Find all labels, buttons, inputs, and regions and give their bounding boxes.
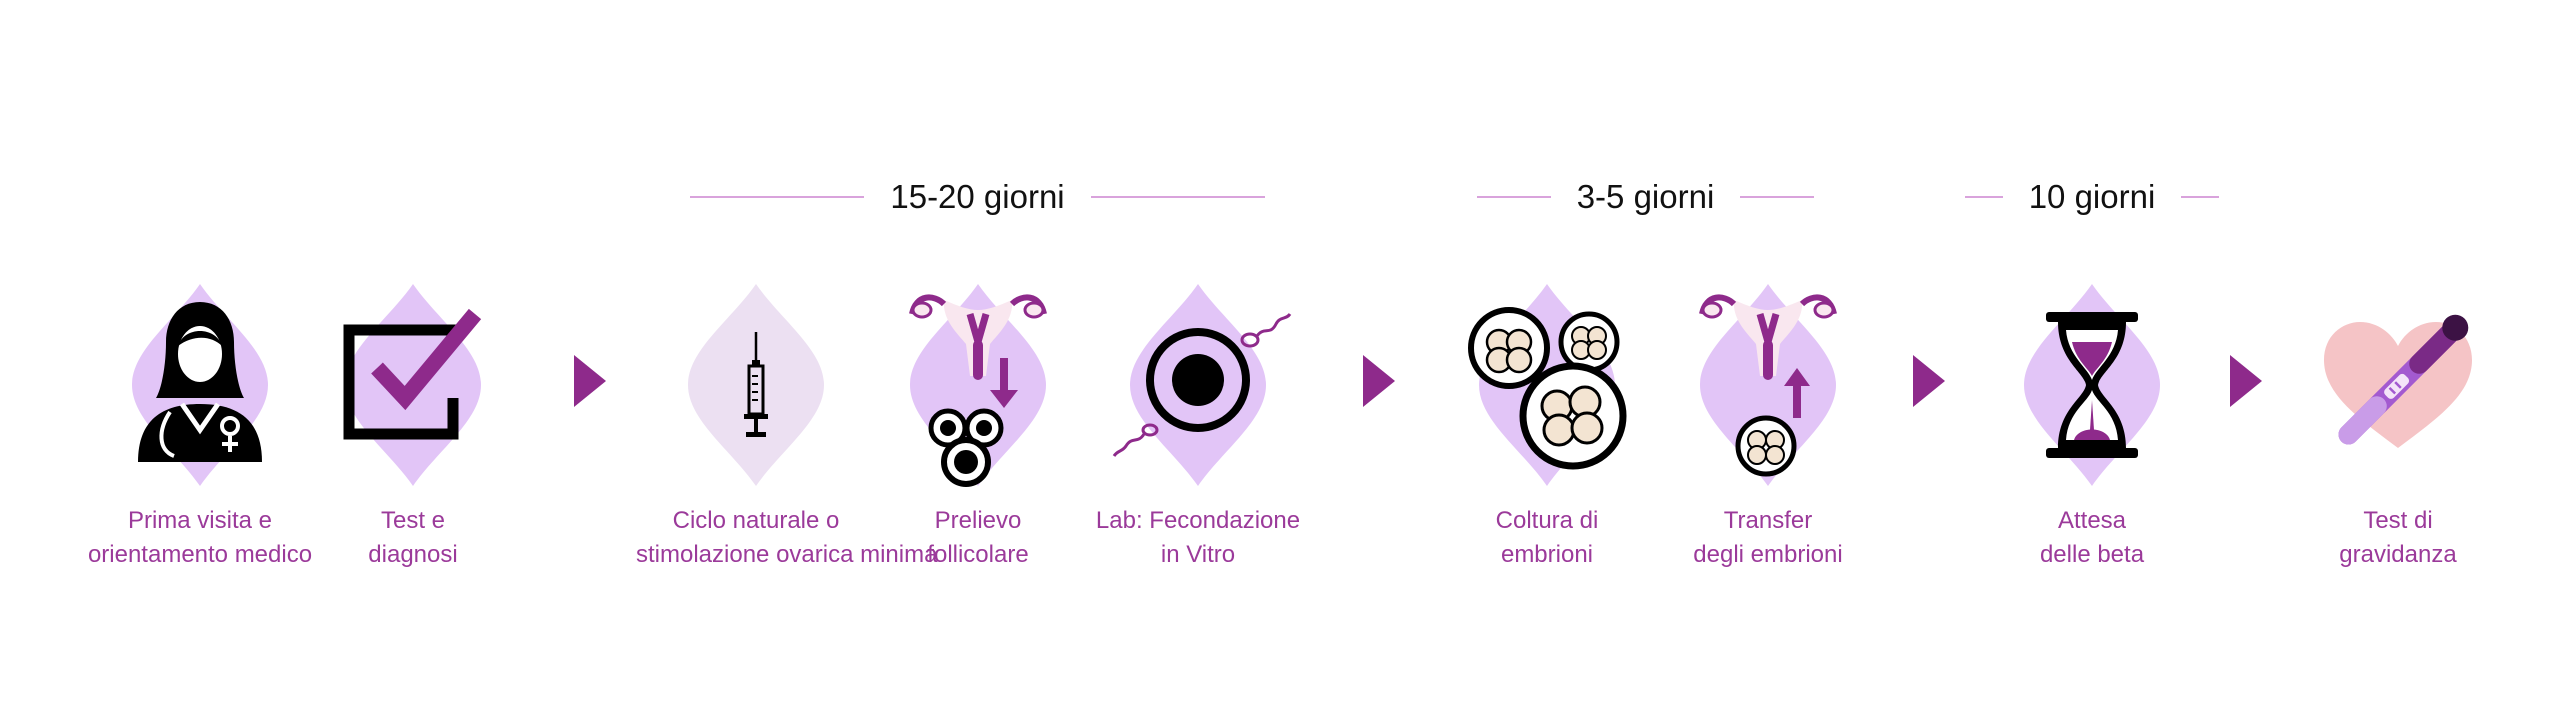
phase-label: 3-5 giorni (1576, 178, 1715, 215)
phase-line (1740, 196, 1815, 198)
arrow-icon (2230, 355, 2262, 407)
arrow-icon (574, 355, 606, 407)
syringe-icon (688, 284, 824, 486)
step-ivf-lab: Lab: Fecondazione in Vitro (1078, 280, 1318, 572)
egg-sperm-icon (1112, 284, 1292, 486)
phase-label: 15-20 giorni (890, 178, 1065, 215)
step-caption: Prima visita e orientamento medico (87, 507, 313, 568)
doctor-icon (132, 284, 268, 486)
step-caption: Test e diagnosi (368, 507, 458, 568)
step-caption: Lab: Fecondazione in Vitro (1095, 507, 1301, 568)
step-caption: Prelievo follicolare (927, 507, 1029, 568)
step-stimulation: Ciclo naturale o stimolazione ovarica mi… (636, 280, 938, 572)
phase-line (1090, 196, 1265, 198)
embryo-culture-icon (1468, 284, 1627, 486)
phase-line (2181, 196, 2220, 198)
step-tests: Test e diagnosi (293, 280, 533, 572)
phase-line (1964, 196, 2003, 198)
arrow-icon (1363, 355, 1395, 407)
phase-line (690, 196, 865, 198)
phase-label: 10 giorni (2028, 178, 2156, 215)
step-caption: Transfer degli embrioni (1693, 507, 1843, 568)
step-beta-wait: Attesa delle beta (1972, 280, 2212, 572)
step-caption: Ciclo naturale o stimolazione ovarica mi… (636, 507, 938, 568)
step-caption: Coltura di embrioni (1495, 507, 1599, 568)
step-follicle-retrieval: Prelievo follicolare (858, 280, 1098, 572)
step-caption: Attesa delle beta (2039, 507, 2145, 568)
phase-header-ovarian: 15-20 giorni (690, 172, 1265, 222)
checkbox-icon (343, 284, 482, 486)
uterus-up-icon (1699, 284, 1837, 486)
step-embryo-transfer: Transfer degli embrioni (1648, 280, 1888, 572)
arrow-icon (1913, 355, 1945, 407)
pregnancy-test-icon (2324, 314, 2472, 448)
phase-header-embryo: 3-5 giorni (1468, 172, 1823, 222)
step-embryo-culture: Coltura di embrioni (1427, 280, 1667, 572)
step-pregnancy-test: Test di gravidanza (2278, 280, 2518, 572)
uterus-down-icon (909, 284, 1047, 487)
phase-header-wait: 10 giorni (1958, 172, 2226, 222)
phase-line (1476, 196, 1551, 198)
hourglass-icon (2024, 284, 2160, 486)
step-first-visit: Prima visita e orientamento medico (80, 280, 320, 572)
step-caption: Test di gravidanza (2339, 507, 2457, 568)
